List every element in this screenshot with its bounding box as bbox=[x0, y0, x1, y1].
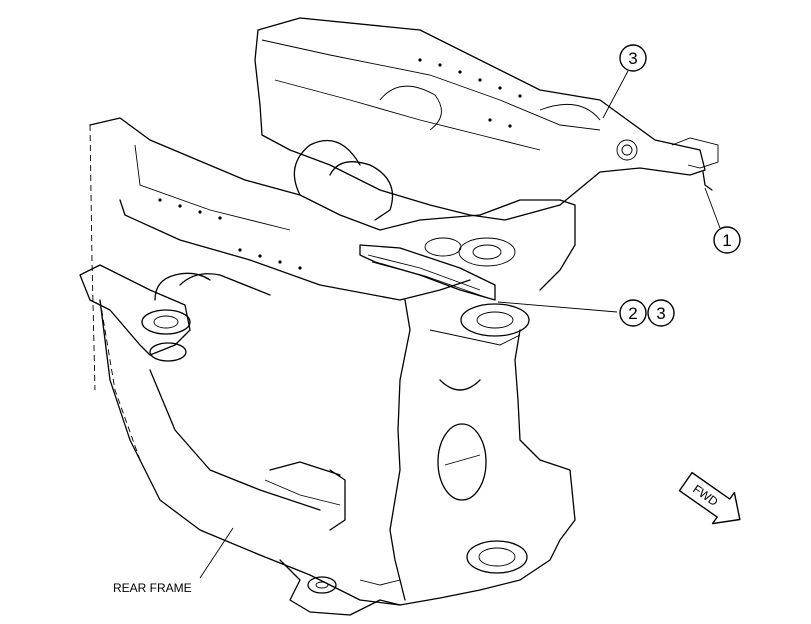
callout-1: 1 bbox=[713, 226, 741, 254]
lower-base bbox=[279, 539, 561, 616]
fwd-arrow-icon: FWD bbox=[678, 471, 741, 525]
rear-frame-label: REAR FRAME bbox=[113, 581, 192, 595]
callout-3: 3 bbox=[619, 44, 647, 72]
left-frame-arm bbox=[79, 264, 401, 606]
callout-3-pair: 3 bbox=[647, 299, 675, 327]
callout-3-pair-number: 3 bbox=[656, 304, 665, 323]
bolt-holes bbox=[158, 58, 522, 270]
callout-1-number: 1 bbox=[722, 231, 731, 250]
callout-2-3-leader bbox=[497, 301, 618, 313]
callout-2: 2 bbox=[619, 299, 647, 327]
upper-deck-plate bbox=[254, 17, 719, 221]
center-body bbox=[264, 299, 576, 601]
bracket-parts bbox=[359, 244, 530, 337]
callout-1-leader bbox=[704, 187, 721, 229]
rear-frame-leader bbox=[199, 527, 234, 579]
callout-3-number: 3 bbox=[628, 49, 637, 68]
main-frame-box bbox=[89, 117, 576, 391]
callout-2-number: 2 bbox=[628, 304, 637, 323]
callout-3-leader bbox=[602, 70, 629, 119]
